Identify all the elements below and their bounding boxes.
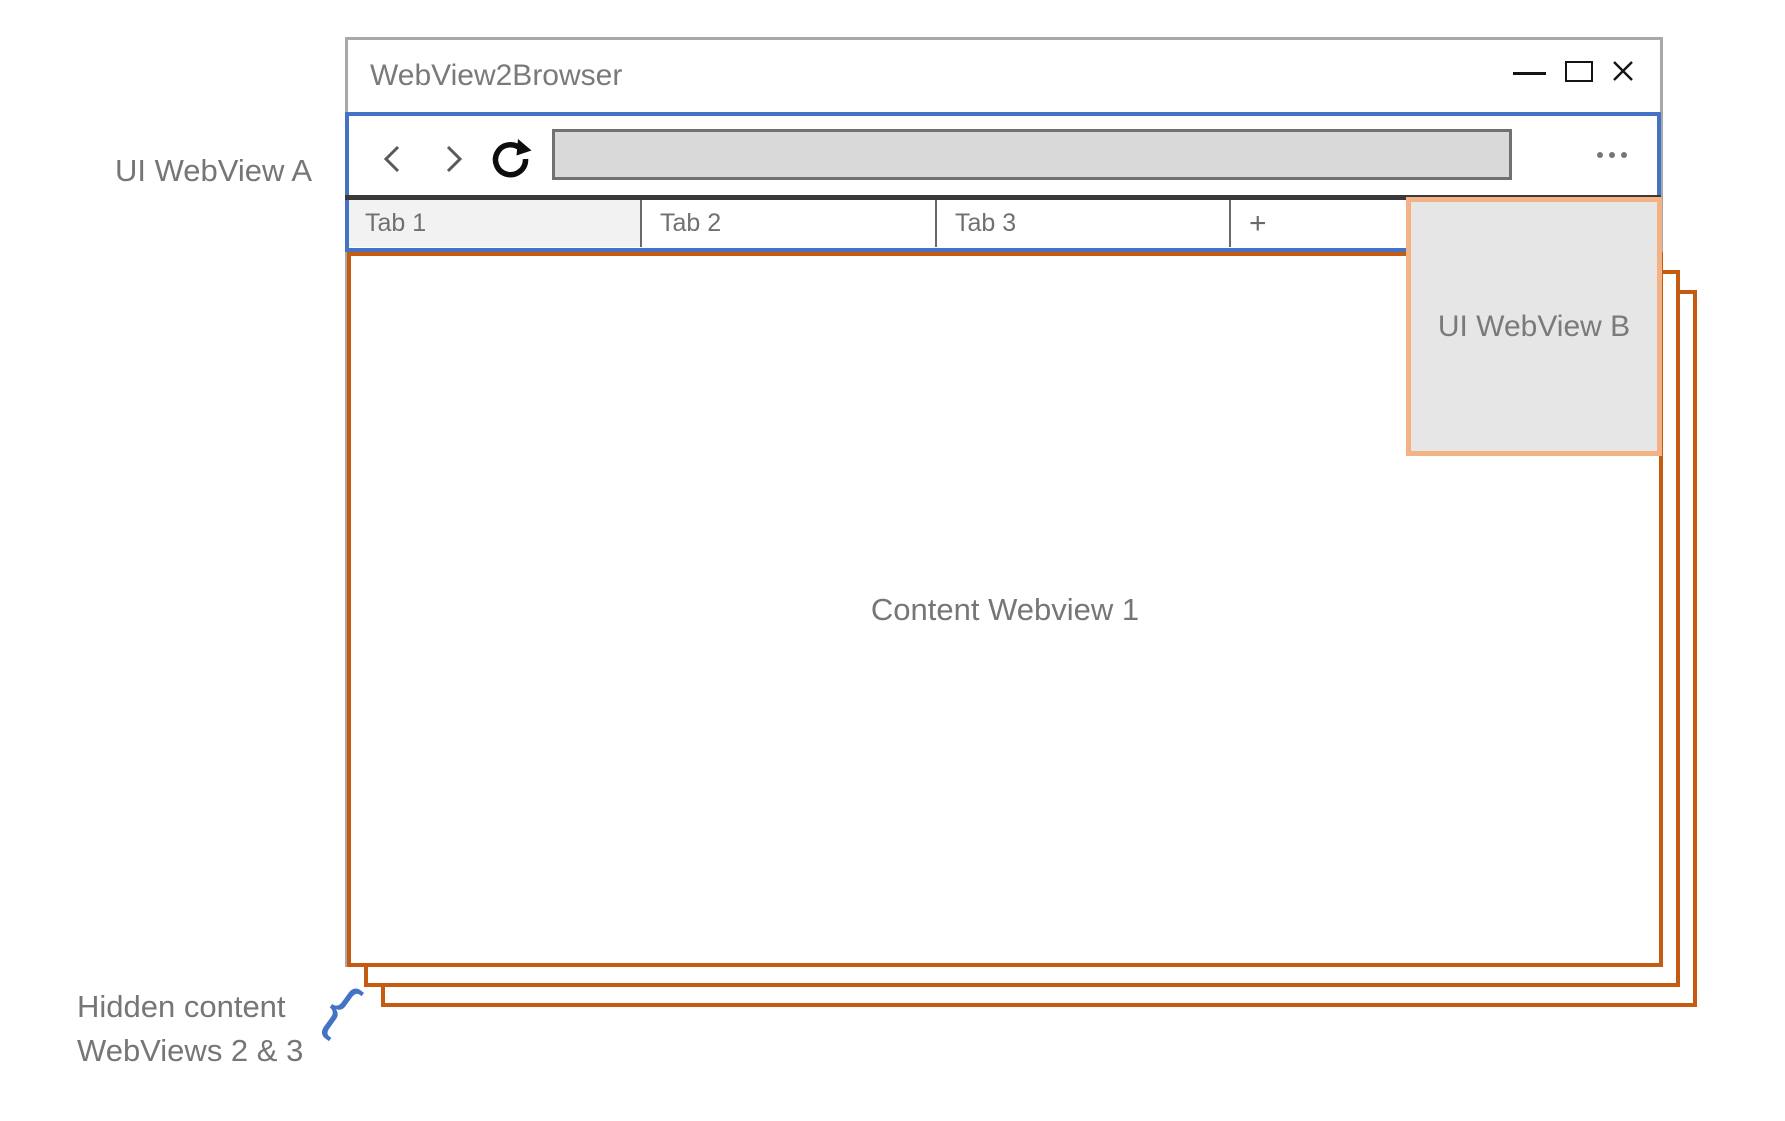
forward-icon[interactable] — [443, 143, 465, 175]
tab-3[interactable]: Tab 3 — [939, 200, 1231, 247]
tab-2[interactable]: Tab 2 — [644, 200, 937, 247]
hidden-webviews-label-line1: Hidden content — [77, 989, 286, 1024]
tab-1[interactable]: Tab 1 — [349, 200, 642, 247]
ui-webview-b-label: UI WebView B — [1437, 309, 1631, 343]
window-title: WebView2Browser — [370, 59, 623, 92]
dot — [1597, 152, 1603, 158]
tabstrip-top-border — [345, 195, 1661, 200]
dot — [1609, 152, 1615, 158]
close-icon[interactable] — [1610, 58, 1636, 84]
hidden-webviews-label-line2: WebViews 2 & 3 — [77, 1033, 304, 1068]
dot — [1621, 152, 1627, 158]
ui-webview-a-label: UI WebView A — [115, 153, 313, 188]
hidden-webviews-label: Hidden content WebViews 2 & 3 — [77, 985, 303, 1073]
reload-icon[interactable] — [487, 136, 533, 182]
maximize-icon[interactable] — [1565, 61, 1593, 82]
address-bar-input[interactable] — [552, 129, 1512, 180]
ui-webview-b-box: UI WebView B — [1406, 197, 1662, 456]
back-icon[interactable] — [381, 143, 403, 175]
minimize-icon[interactable] — [1513, 72, 1546, 75]
menu-ellipsis-icon[interactable] — [1597, 152, 1627, 158]
content-webview-1-label: Content Webview 1 — [870, 591, 1140, 627]
